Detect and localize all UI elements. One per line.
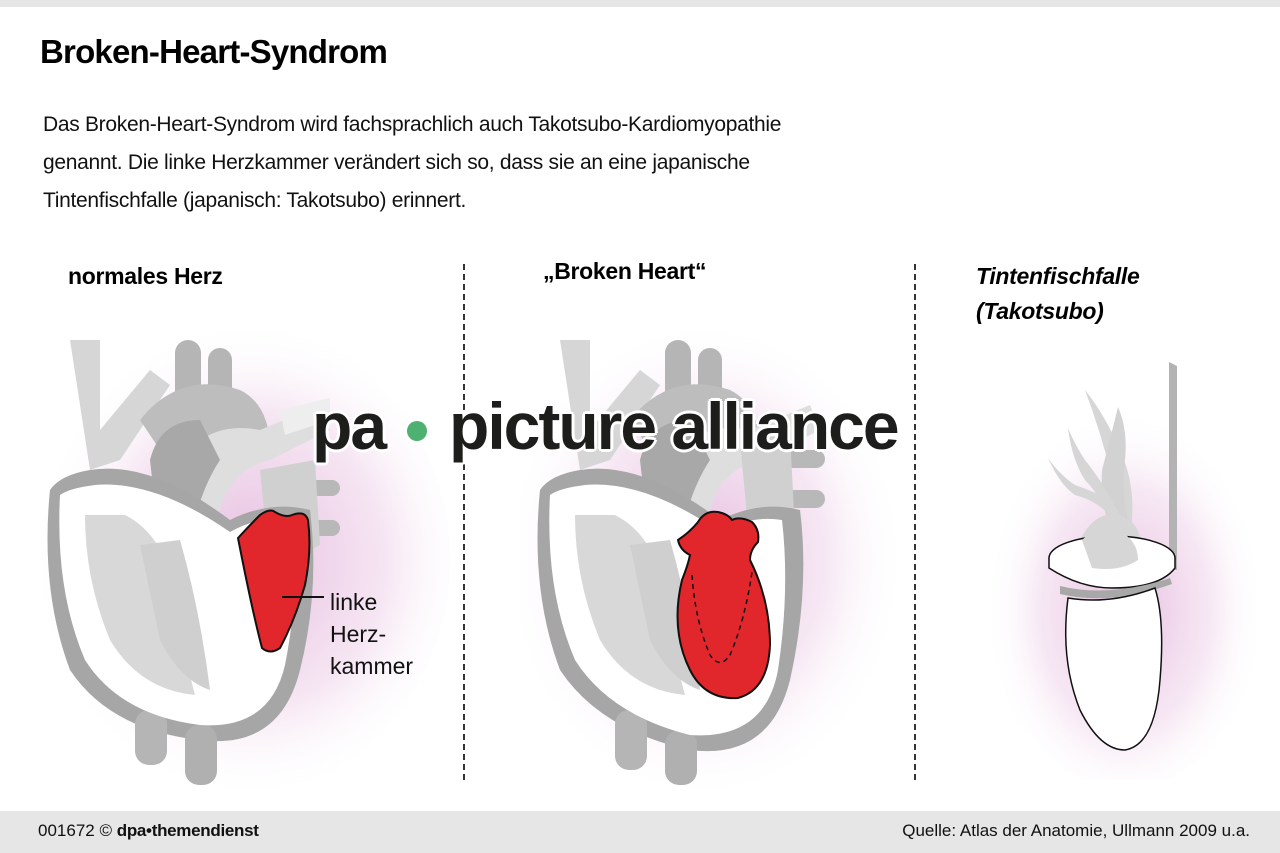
label-line: kammer	[330, 653, 414, 679]
normal-heart-illustration	[30, 320, 450, 790]
intro-line: Tintenfischfalle (japanisch: Takotsubo) …	[43, 189, 467, 212]
graphic-id: 001672	[38, 821, 95, 840]
picture-alliance-watermark: pa picture alliance	[312, 388, 900, 464]
watermark-left: pa	[312, 389, 387, 463]
intro-line: genannt. Die linke Herzkammer verändert …	[43, 151, 750, 174]
heading-line: (Takotsubo)	[976, 298, 1104, 324]
top-bar	[0, 0, 1280, 7]
heading-broken-heart: „Broken Heart“	[543, 258, 707, 284]
intro-line: Das Broken-Heart-Syndrom wird fachsprach…	[43, 113, 782, 136]
footer: 001672 © dpa•themendienst Quelle: Atlas …	[0, 811, 1280, 853]
label-line: Herz-	[330, 621, 387, 647]
page-title: Broken-Heart-Syndrom	[40, 33, 388, 70]
footer-source: Quelle: Atlas der Anatomie, Ullmann 2009…	[902, 821, 1250, 840]
heading-octopus-trap: Tintenfischfalle (Takotsubo)	[976, 259, 1140, 329]
watermark-dot-icon	[407, 421, 428, 441]
brand-name: dpa•themendienst	[116, 821, 259, 840]
watermark-right: picture alliance	[449, 389, 900, 463]
heading-normal-heart: normales Herz	[68, 263, 223, 289]
label-line: linke	[330, 589, 378, 615]
octopus-trap-illustration	[985, 362, 1260, 780]
left-ventricle-label: linke Herz- kammer	[330, 586, 413, 682]
heading-line: Tintenfischfalle	[976, 263, 1140, 289]
copyright-icon: ©	[99, 821, 112, 840]
broken-heart-illustration	[520, 320, 905, 790]
column-divider	[914, 264, 916, 780]
footer-credit: 001672 © dpa•themendienst	[38, 821, 259, 841]
intro-text: Das Broken-Heart-Syndrom wird fachsprach…	[43, 106, 983, 220]
column-divider	[463, 264, 465, 780]
